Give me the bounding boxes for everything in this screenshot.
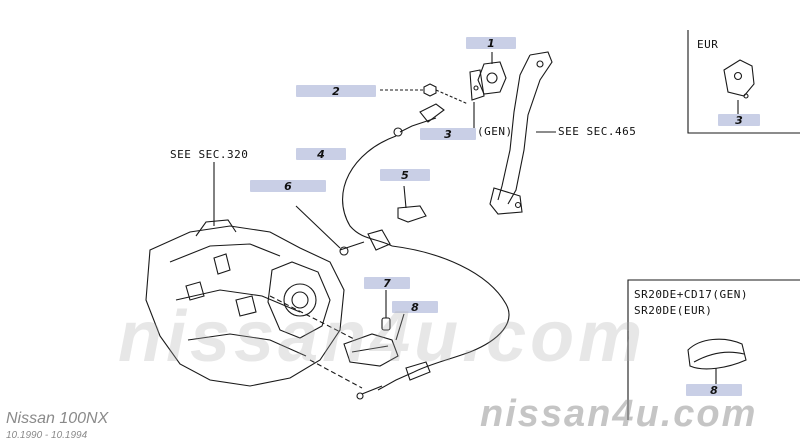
callout-4[interactable]: 4 — [296, 148, 346, 161]
callout-5[interactable]: 5 — [380, 169, 430, 182]
clutch-cable — [342, 103, 510, 400]
variant-label-gen: SR20DE+CD17(GEN) — [634, 288, 748, 301]
eur-label: EUR — [697, 38, 719, 51]
nut — [380, 83, 469, 105]
pedal-bracket — [469, 52, 507, 128]
model-name: Nissan 100NX — [6, 410, 109, 427]
variant-lever — [687, 338, 747, 384]
cable-bracket — [295, 205, 391, 256]
see-sec-320-label: SEE SEC.320 — [170, 148, 249, 161]
model-years: 10.1990 - 10.1994 — [6, 430, 88, 441]
transmission — [145, 162, 363, 389]
callout-7[interactable]: 7 — [364, 277, 410, 290]
callout-8-variant[interactable]: 8 — [686, 384, 742, 397]
callout-1[interactable]: 1 — [466, 37, 516, 50]
withdrawal-lever — [343, 290, 405, 367]
callout-3-eur[interactable]: 3 — [718, 114, 760, 127]
callout-3[interactable]: 3 — [420, 128, 476, 141]
eur-inset-frame — [687, 30, 800, 134]
cable-clip — [397, 185, 427, 223]
callout-2[interactable]: 2 — [296, 85, 376, 98]
eur-plate — [723, 59, 755, 114]
variant-inset-frame — [627, 279, 800, 420]
callout-8[interactable]: 8 — [392, 301, 438, 314]
gen-label: (GEN) — [477, 125, 513, 138]
callout-6[interactable]: 6 — [250, 180, 326, 193]
clutch-pedal — [489, 51, 556, 215]
see-sec-465-label: SEE SEC.465 — [558, 125, 637, 138]
variant-label-eur: SR20DE(EUR) — [634, 304, 713, 317]
